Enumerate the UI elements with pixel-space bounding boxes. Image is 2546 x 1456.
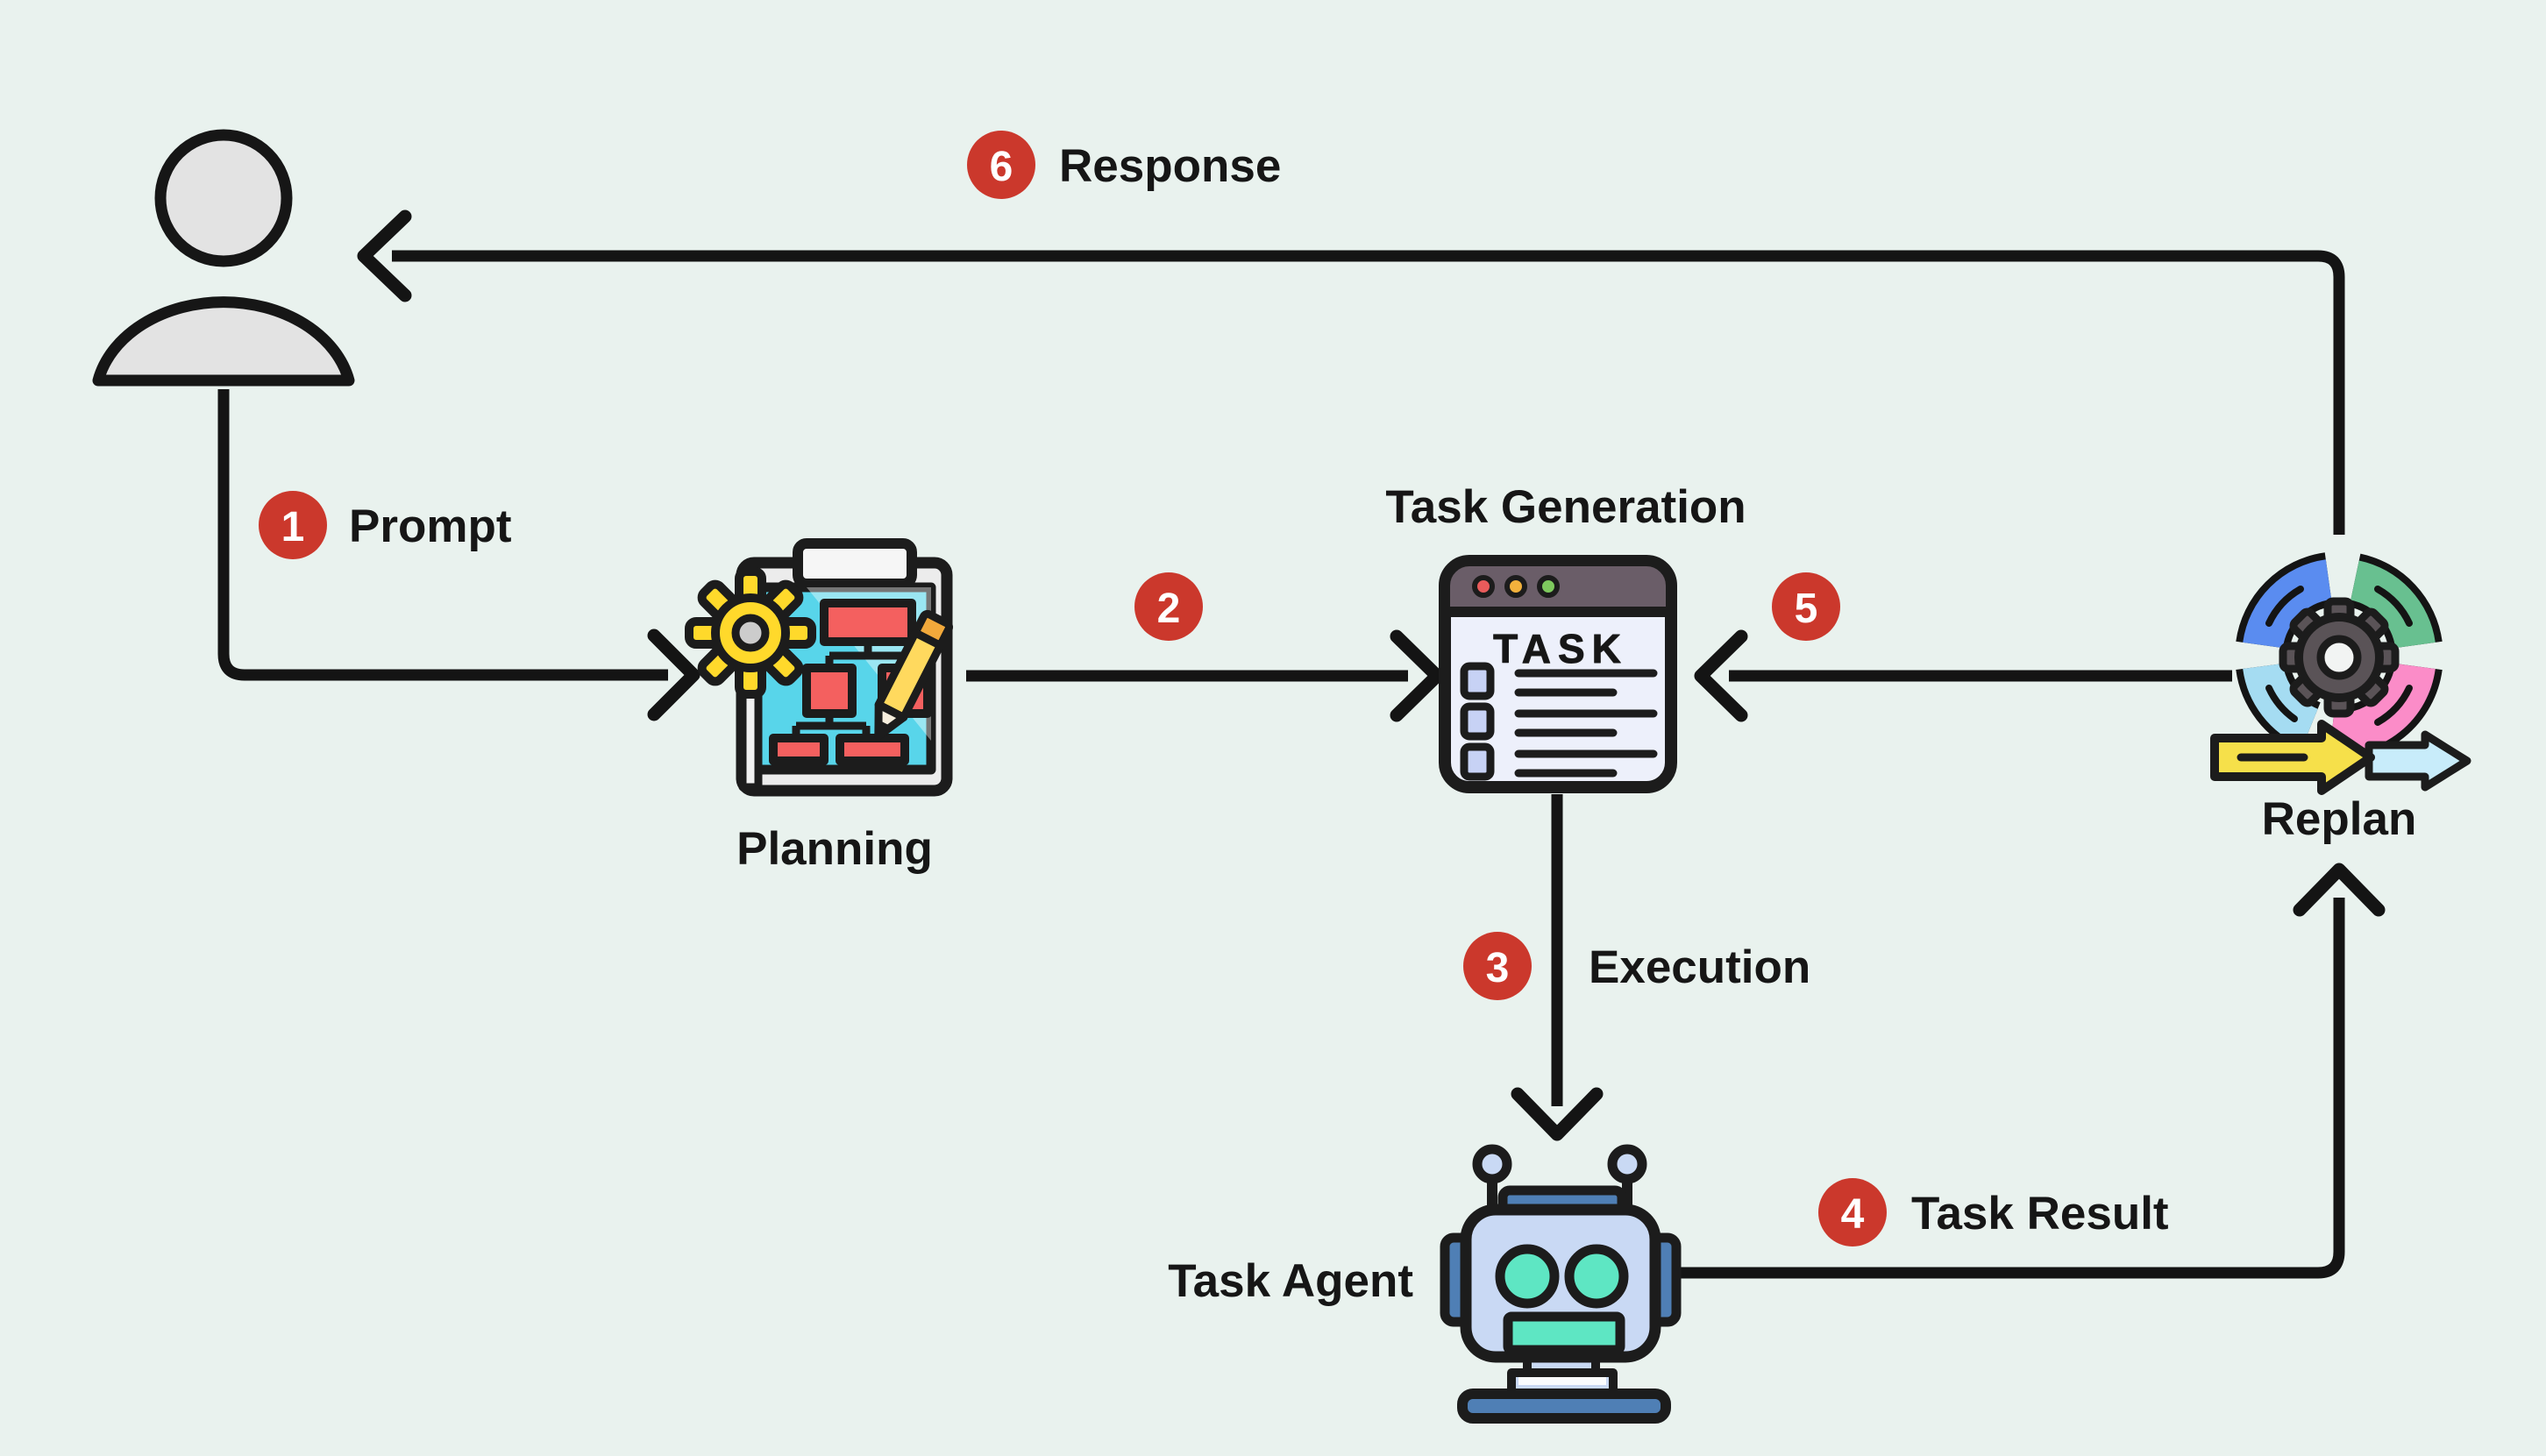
arrow-replan-to-taskgen — [1694, 629, 2232, 722]
arrow-execution — [1511, 794, 1604, 1141]
arrow-planning-to-taskgen — [966, 629, 1444, 722]
step-4-label: Task Result — [1911, 1188, 2169, 1239]
step-5-badge — [1772, 572, 1840, 641]
loop-base-arrows — [2210, 720, 2471, 795]
step-3-label: Execution — [1589, 941, 1810, 993]
step-4: 4 Task Result — [1818, 1178, 2169, 1246]
person-body — [92, 296, 355, 387]
step-1: 1 Prompt — [259, 491, 512, 559]
planning-label: Planning — [736, 823, 933, 875]
step-3-number: 3 — [1486, 945, 1510, 991]
robot-eye-right — [1564, 1244, 1629, 1309]
step-4-badge — [1818, 1178, 1887, 1246]
clipboard-clip — [793, 538, 917, 589]
step-4-number: 4 — [1841, 1191, 1865, 1238]
step-6-number: 6 — [990, 144, 1013, 190]
arrow-prompt — [217, 389, 701, 721]
step-2: 2 — [1134, 572, 1203, 641]
arrow-response — [357, 210, 2345, 535]
step-2-badge — [1134, 572, 1203, 641]
robot-mouth — [1503, 1311, 1625, 1355]
task-agent-label: Task Agent — [1168, 1255, 1413, 1307]
replan-gear-icon — [2279, 597, 2400, 718]
pencil-icon — [874, 609, 954, 741]
step-1-badge — [259, 491, 327, 559]
base-arrow-lightblue — [2365, 730, 2471, 792]
step-6-label: Response — [1059, 140, 1281, 192]
step-5-number: 5 — [1795, 586, 1818, 632]
step-1-label: Prompt — [349, 501, 512, 552]
window-dots — [1472, 575, 1560, 598]
task-generation-label: Task Generation — [1385, 481, 1746, 533]
person-icon — [92, 129, 355, 387]
browser-task-window-icon: TASK — [1439, 555, 1677, 793]
step-5: 5 — [1772, 572, 1840, 641]
loop-ring — [2236, 552, 2443, 761]
step-6-badge — [967, 131, 1035, 199]
gear-icon — [685, 567, 816, 699]
task-checkboxes — [1460, 662, 1495, 781]
task-lines — [1514, 669, 1658, 778]
step-6: 6 Response — [967, 131, 1281, 199]
step-1-number: 1 — [281, 504, 305, 550]
agile-loop-gear-icon — [2210, 552, 2471, 795]
step-3-badge — [1463, 932, 1532, 1000]
arrow-task-result — [1679, 863, 2386, 1279]
replan-label: Replan — [2262, 793, 2417, 845]
step-2-number: 2 — [1157, 586, 1181, 632]
robot-eye-left — [1495, 1244, 1560, 1309]
step-3: 3 Execution — [1463, 932, 1810, 1000]
clipboard-flowchart-icon — [685, 538, 954, 797]
person-head — [154, 129, 293, 267]
robot-icon — [1440, 1144, 1682, 1424]
task-window-title: TASK — [1493, 626, 1628, 671]
robot-base — [1457, 1389, 1671, 1424]
